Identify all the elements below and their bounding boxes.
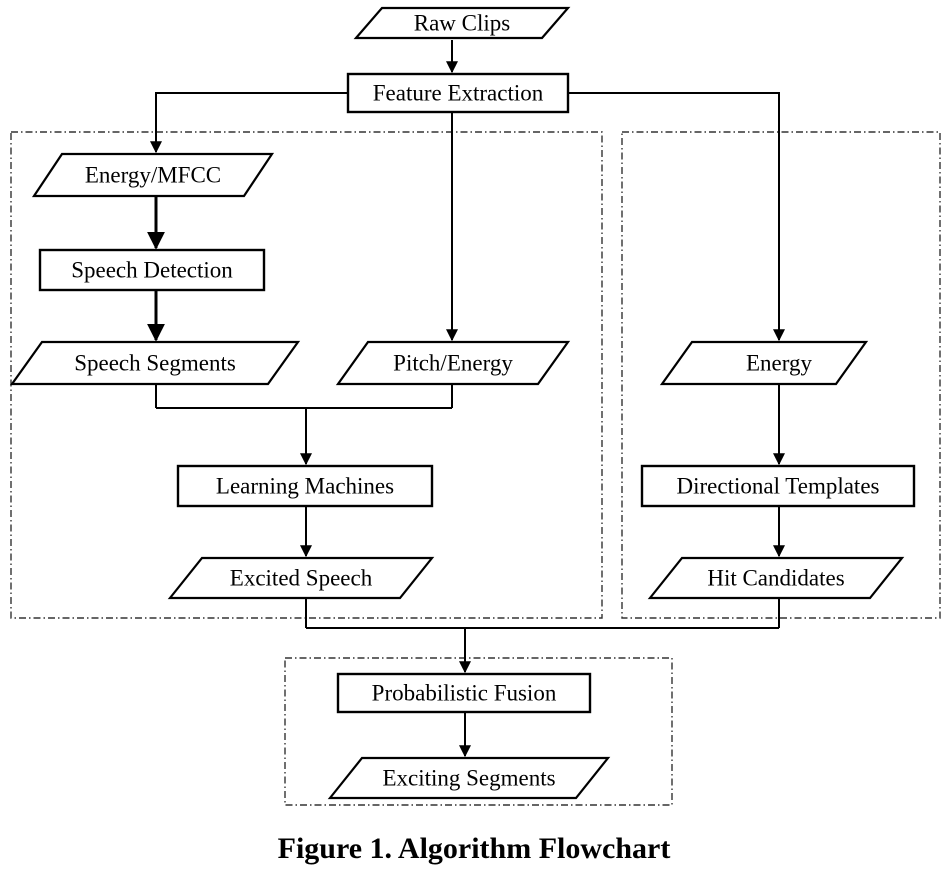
hit-candidates-label: Hit Candidates: [707, 566, 844, 591]
figure-caption: Figure 1. Algorithm Flowchart: [277, 832, 671, 865]
exciting-segments-node: Exciting Segments: [327, 756, 611, 800]
connector-lines: [147, 40, 785, 758]
raw-clips-node: Raw Clips: [353, 6, 571, 40]
directional-templates-node: Directional Templates: [640, 464, 916, 508]
hit-candidates-node: Hit Candidates: [647, 556, 905, 600]
directional-templates-label: Directional Templates: [677, 474, 880, 499]
pitch-energy-node: Pitch/Energy: [335, 340, 571, 386]
speech-analysis-region: [10, 131, 603, 619]
speech-detection-label: Speech Detection: [71, 258, 233, 283]
pitch-energy-label: Pitch/Energy: [393, 351, 513, 376]
energy-node: Energy: [659, 340, 869, 386]
speech-segments-label: Speech Segments: [74, 351, 236, 376]
energy-label: Energy: [746, 351, 813, 376]
speech-detection-node: Speech Detection: [38, 248, 266, 292]
learning-machines-node: Learning Machines: [176, 464, 434, 508]
excited-speech-node: Excited Speech: [167, 556, 435, 600]
excited-speech-label: Excited Speech: [230, 566, 373, 591]
feature-extraction-node: Feature Extraction: [346, 72, 570, 114]
feature-extraction-label: Feature Extraction: [373, 81, 544, 106]
fusion-region: [284, 657, 673, 806]
energy-mfcc-label: Energy/MFCC: [85, 163, 221, 188]
probabilistic-fusion-node: Probabilistic Fusion: [336, 672, 592, 714]
speech-segments-node: Speech Segments: [9, 340, 301, 386]
hit-detection-region: [621, 131, 941, 619]
energy-mfcc-node: Energy/MFCC: [31, 152, 275, 198]
learning-machines-label: Learning Machines: [216, 474, 394, 499]
raw-clips-label: Raw Clips: [414, 11, 511, 36]
exciting-segments-label: Exciting Segments: [382, 766, 555, 791]
probabilistic-fusion-label: Probabilistic Fusion: [372, 681, 557, 706]
